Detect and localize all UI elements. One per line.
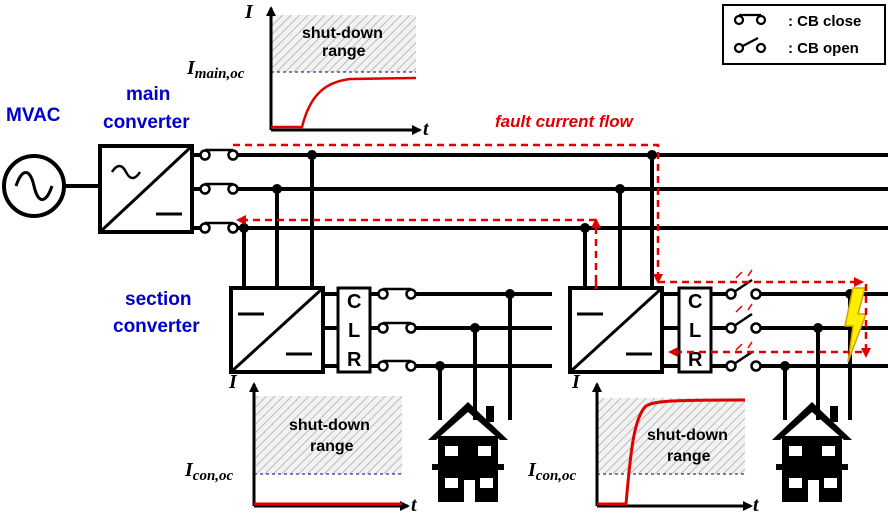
cb-open-indicators xyxy=(735,269,753,351)
left-clr-l: L xyxy=(348,320,360,342)
right-graph-x-axis: t xyxy=(753,494,760,513)
right-clr-r: R xyxy=(688,349,703,371)
right-graph-y-axis: I xyxy=(571,371,581,393)
section-converter-label-1: section xyxy=(125,289,192,310)
left-graph-threshold: Icon,oc xyxy=(184,459,234,484)
fault-current-flow-label: fault current flow xyxy=(495,112,635,131)
right-graph-range-2: range xyxy=(667,448,711,465)
main-graph-y-axis: I xyxy=(244,1,254,23)
mvac-source xyxy=(2,154,100,218)
left-distribution-lines xyxy=(416,292,552,420)
left-clr-r: R xyxy=(347,349,362,371)
left-clr-c: C xyxy=(347,291,361,313)
main-current-graph xyxy=(266,6,422,135)
left-section-converter-box xyxy=(229,286,325,374)
left-junction-dots xyxy=(239,150,317,233)
left-graph-y-axis: I xyxy=(228,371,238,393)
left-section-cb-group xyxy=(377,287,417,372)
main-bus xyxy=(238,153,888,230)
right-section-cb-group xyxy=(725,278,762,372)
lightning-fault-icon xyxy=(844,287,868,363)
legend-cb-open: : CB open xyxy=(788,40,859,57)
right-section-converter-box xyxy=(568,286,664,374)
left-converter-to-clr-wires xyxy=(323,292,338,368)
right-clr-to-cb-wires xyxy=(711,292,726,368)
mvac-label: MVAC xyxy=(6,105,61,126)
main-graph-range-1: shut-down xyxy=(302,25,383,42)
right-clr-c: C xyxy=(688,291,702,313)
main-cb-group xyxy=(199,148,239,234)
right-graph-range-1: shut-down xyxy=(647,427,728,444)
fault-current-path xyxy=(233,143,871,358)
legend-cb-close: : CB close xyxy=(788,13,861,30)
left-graph-range-2: range xyxy=(310,438,354,455)
right-converter-to-clr-wires xyxy=(662,292,679,368)
main-converter-label-2: converter xyxy=(103,112,190,133)
main-converter-label-1: main xyxy=(126,84,170,105)
main-graph-range-2: range xyxy=(322,43,366,60)
right-graph-threshold: Icon,oc xyxy=(527,459,577,484)
legend-box xyxy=(722,4,886,65)
right-distribution-lines xyxy=(761,292,888,420)
left-graph-range-1: shut-down xyxy=(289,417,370,434)
left-distribution-dots xyxy=(435,289,515,371)
main-converter-box xyxy=(98,144,194,234)
right-junction-dots xyxy=(580,150,657,233)
left-section-feeders xyxy=(242,155,314,288)
left-section-current-graph xyxy=(249,382,410,511)
main-graph-threshold: Imain,oc xyxy=(186,57,245,82)
section-converter-label-2: converter xyxy=(113,316,200,337)
left-graph-x-axis: t xyxy=(411,494,418,513)
right-section-current-graph xyxy=(592,382,753,511)
right-clr-box xyxy=(677,286,713,374)
main-graph-x-axis: t xyxy=(423,118,430,140)
right-clr-l: L xyxy=(689,320,701,342)
right-section-feeders xyxy=(583,155,654,288)
